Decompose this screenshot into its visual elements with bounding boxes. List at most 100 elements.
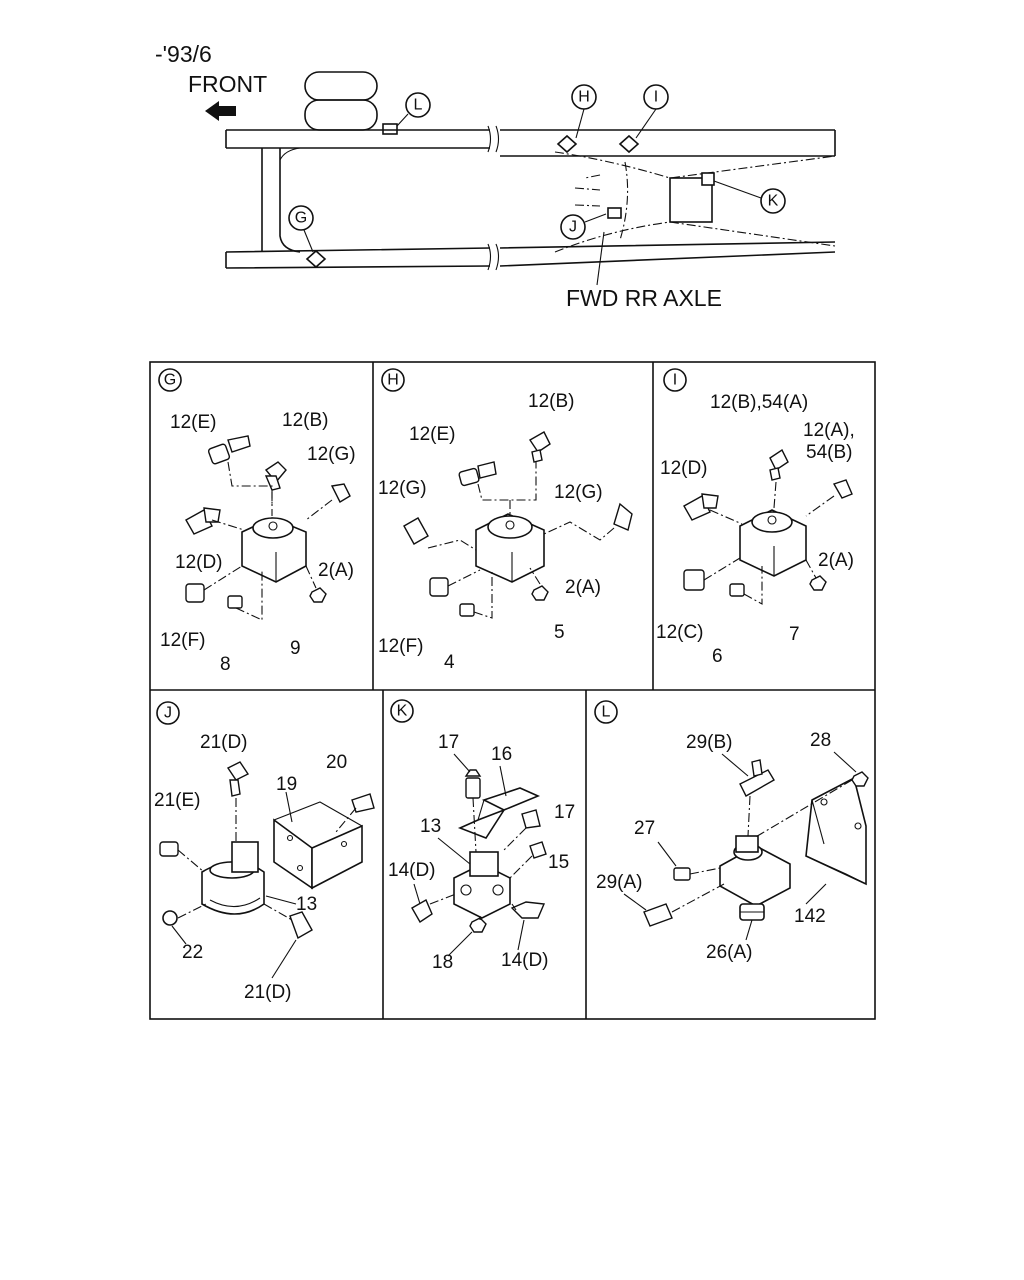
label-i-54b: 54(B) [806,442,852,463]
svg-text:H: H [387,372,399,389]
label-l-28: 28 [810,730,831,751]
svg-text:I: I [654,89,658,106]
nut-28 [851,771,869,787]
svg-text:G: G [295,210,307,227]
nut-22 [162,910,178,926]
nut-7 [809,575,827,591]
label-g-12f: 12(F) [160,630,205,651]
bolt-6 [729,583,745,597]
label-i-12a: 12(A), [803,420,855,441]
bolt-17-top [465,777,481,799]
svg-text:K: K [768,193,779,210]
svg-text:L: L [602,704,611,721]
fitting-12c [683,569,705,591]
fitting-12g [330,483,351,503]
label-h-4: 4 [444,652,455,673]
svg-text:L: L [414,97,423,114]
label-k-15: 15 [548,852,569,873]
fitting-14d-left [411,899,433,923]
label-g-12d: 12(D) [175,552,223,573]
relay-valve [739,509,807,577]
panel-k: K 17 16 17 13 15 14(D) 18 [388,699,575,973]
label-k-17-top: 17 [438,732,459,753]
fitting-12a-54b [832,479,853,499]
bolt-27 [673,867,691,881]
panel-i: I 12(B),54(A) 12(A), 54(B) 12(D) 2(A) 12… [656,368,855,667]
panel-grid [149,361,876,1020]
marker-h: H [556,84,597,154]
fitting-29a [643,903,673,927]
panel-j: J 21(D) 20 21(E) 19 13 22 21(D) [154,701,375,1003]
svg-text:J: J [569,219,577,236]
label-i-6: 6 [712,646,723,667]
panel-h: H 12(B) 12(E) 12(G) 12(G) 2(A) 12(F) 4 5 [378,368,633,673]
front-arrow-icon [205,101,236,121]
label-h-12b: 12(B) [528,391,574,412]
bolt-4 [459,603,475,617]
marker-l: L [405,92,431,118]
chassis-frame [225,71,836,271]
axle-leader [596,231,605,286]
bolt-17-side [521,809,541,829]
svg-text:J: J [164,705,172,722]
label-h-12g-right: 12(G) [554,482,603,503]
label-h-2a: 2(A) [565,577,601,598]
label-l-29b: 29(B) [686,732,732,753]
label-j-21d-top: 21(D) [200,732,248,753]
label-g-12b: 12(B) [282,410,328,431]
front-label: FRONT [188,71,267,97]
label-h-12f: 12(F) [378,636,423,657]
marker-k: K [701,172,786,214]
marker-j: J [560,207,622,240]
svg-text:G: G [164,372,176,389]
marker-g: G [288,205,327,269]
label-l-27: 27 [634,818,655,839]
svg-text:I: I [673,372,677,389]
model-code: -'93/6 [155,41,212,67]
nut-18 [469,917,487,933]
label-j-13: 13 [296,894,317,915]
label-i-7: 7 [789,624,800,645]
label-i-12b-54a: 12(B),54(A) [710,392,808,413]
bracket-19 [273,818,313,890]
fitting-12e [458,467,480,487]
relay-valve [241,517,307,583]
label-g-8: 8 [220,654,231,675]
label-j-21d-bottom: 21(D) [244,982,292,1003]
label-h-5: 5 [554,622,565,643]
axle-label: FWD RR AXLE [566,285,722,311]
label-g-2a: 2(A) [318,560,354,581]
label-j-20: 20 [326,752,347,773]
svg-text:H: H [578,89,590,106]
svg-text:K: K [397,703,408,720]
label-i-12c: 12(C) [656,622,704,643]
label-i-12d: 12(D) [660,458,708,479]
fitting-12b-54a [769,448,789,472]
label-i-2a: 2(A) [818,550,854,571]
label-k-18: 18 [432,952,453,973]
marker-i: I [618,84,669,154]
bolt-8 [227,595,243,609]
fitting-12g [403,517,429,545]
bracket-16 [481,787,541,811]
fitting-12e [207,443,231,465]
nut-5 [531,585,549,601]
label-j-21e: 21(E) [154,790,200,811]
fitting-21d-top [226,761,250,781]
label-j-19: 19 [276,774,297,795]
label-k-14d-left: 14(D) [388,860,436,881]
fitting-12f [429,577,449,597]
label-k-14d-right: 14(D) [501,950,549,971]
label-j-22: 22 [182,942,203,963]
label-g-9: 9 [290,638,301,659]
label-l-26a: 26(A) [706,942,752,963]
relay-valve [475,513,545,583]
panel-l: L 29(B) 28 27 29(A) 142 26(A) [594,700,869,963]
fitting-12f [185,583,205,603]
label-h-12e: 12(E) [409,424,455,445]
fitting-14d-right [510,901,546,919]
panel-g: G 12(E) 12(B) 12(G) 12(D) 2(A) 12 [158,368,356,675]
fitting-21e [159,841,179,857]
label-h-12g-left: 12(G) [378,478,427,499]
label-l-29a: 29(A) [596,872,642,893]
